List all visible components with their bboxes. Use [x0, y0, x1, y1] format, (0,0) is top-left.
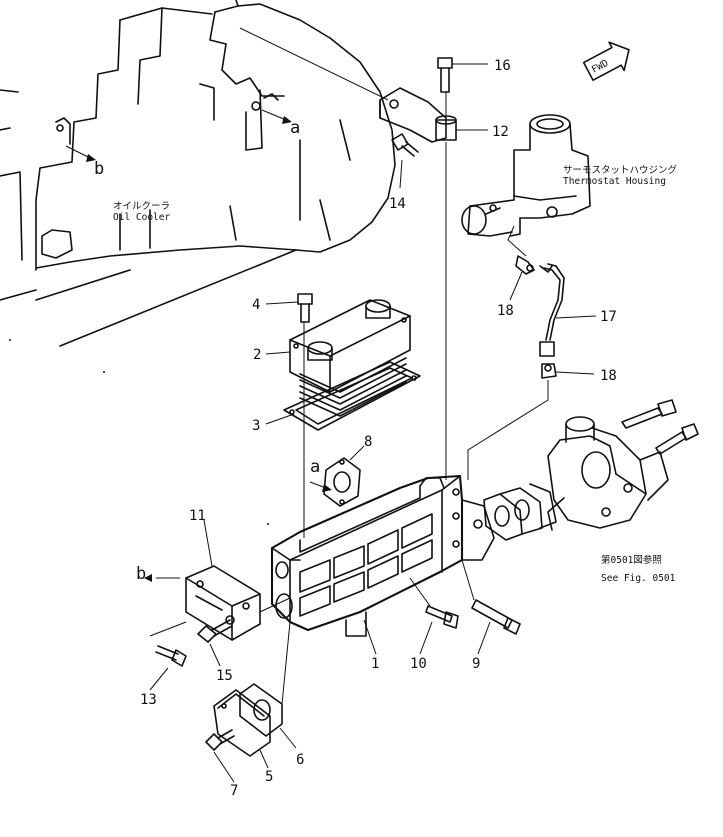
callout-12: 12 — [492, 124, 509, 140]
bolt-9 — [471, 599, 521, 635]
callout-10: 10 — [410, 656, 427, 672]
leader-17 — [555, 315, 597, 319]
leader-8 — [349, 445, 365, 461]
bolt-14 — [391, 133, 419, 157]
water-pump — [547, 416, 669, 531]
bolt-13 — [155, 645, 187, 667]
chain-18-cooler — [467, 380, 549, 480]
callout-3: 3 — [252, 418, 260, 434]
leader-a-top — [261, 109, 287, 121]
chain-11-housing — [259, 597, 291, 613]
thermostat-label-en: Thermostat Housing — [563, 176, 666, 187]
callout-18-lower: 18 — [600, 368, 617, 384]
scan-dot — [267, 523, 269, 525]
leader-18-upper — [509, 271, 523, 301]
leader-13 — [149, 667, 169, 691]
gasket-6 — [239, 683, 283, 737]
leader-7 — [213, 751, 235, 783]
pump-gaskets — [483, 483, 557, 541]
callout-15: 15 — [216, 668, 233, 684]
cooler-housing-1 — [270, 474, 495, 637]
callout-17: 17 — [600, 309, 617, 325]
fitting-18-upper — [515, 255, 535, 275]
leader-3 — [265, 413, 295, 425]
leader-6 — [279, 727, 297, 749]
fwd-badge: FWD — [582, 41, 630, 82]
see-fig-label-en: See Fig. 0501 — [601, 573, 676, 584]
callout-13: 13 — [140, 692, 157, 708]
thermostat-label-jp: サーモスタットハウジング — [563, 164, 678, 176]
pump-bolt-lower — [655, 423, 699, 455]
callout-16: 16 — [494, 58, 511, 74]
callout-6: 6 — [296, 752, 304, 768]
leader-9 — [477, 621, 491, 655]
chain-thermostat-18 — [507, 225, 527, 257]
chain-13 — [149, 621, 187, 637]
callout-11: 11 — [189, 508, 206, 524]
ref-a-top: a — [290, 118, 300, 138]
ref-a-mid: a — [310, 457, 320, 477]
leader-2 — [265, 351, 291, 355]
leader-10 — [419, 621, 433, 655]
bracket-12 — [379, 87, 457, 143]
bolt-16 — [437, 57, 453, 93]
ref-b-top: b — [94, 159, 104, 179]
gasket-8 — [323, 457, 361, 507]
callout-2: 2 — [253, 347, 261, 363]
pump-bolt-upper — [621, 399, 677, 429]
leader-14 — [399, 159, 403, 189]
see-fig-label-jp: 第0501図参照 — [601, 554, 662, 566]
leader-5 — [259, 749, 269, 769]
leader-11 — [203, 519, 213, 567]
cooler-element-2 — [289, 299, 411, 417]
scan-dot — [103, 371, 105, 373]
callout-1: 1 — [371, 656, 379, 672]
callout-5: 5 — [265, 769, 273, 785]
fitting-18-lower — [541, 363, 557, 379]
leader-18-lower — [555, 371, 595, 375]
gasket-3 — [283, 361, 421, 431]
engine-block — [0, 0, 396, 347]
chain-9 — [461, 559, 475, 601]
callout-14: 14 — [389, 196, 406, 212]
arrow-b-mid — [144, 574, 152, 582]
oil-cooler-label-en: Oil Cooler — [113, 212, 170, 223]
callout-18-upper: 18 — [497, 303, 514, 319]
callout-4: 4 — [252, 297, 260, 313]
chain-cover-housing — [281, 621, 291, 705]
bolt-15 — [197, 619, 233, 643]
callout-9: 9 — [472, 656, 480, 672]
callout-7: 7 — [230, 783, 238, 799]
ref-b-mid: b — [136, 564, 146, 584]
pipe-17 — [539, 263, 565, 357]
leader-1 — [363, 619, 377, 655]
oil-cooler-label-jp: オイルクーラ — [113, 201, 170, 212]
leader-15 — [209, 643, 221, 667]
bracket-11 — [185, 565, 261, 641]
thermostat-housing — [461, 114, 591, 237]
scan-dot — [9, 339, 11, 341]
arrow-b-top — [86, 154, 96, 162]
bolt-7 — [205, 729, 235, 751]
bolt-10 — [425, 605, 459, 629]
arrow-a-mid — [322, 484, 332, 492]
bolt-4 — [297, 293, 313, 323]
leader-b-top — [65, 145, 91, 159]
arrow-a-top — [282, 116, 292, 124]
callout-8: 8 — [364, 434, 372, 450]
chain-10 — [409, 577, 431, 607]
leader-4 — [265, 301, 299, 305]
leader-12-bracket — [239, 27, 389, 101]
